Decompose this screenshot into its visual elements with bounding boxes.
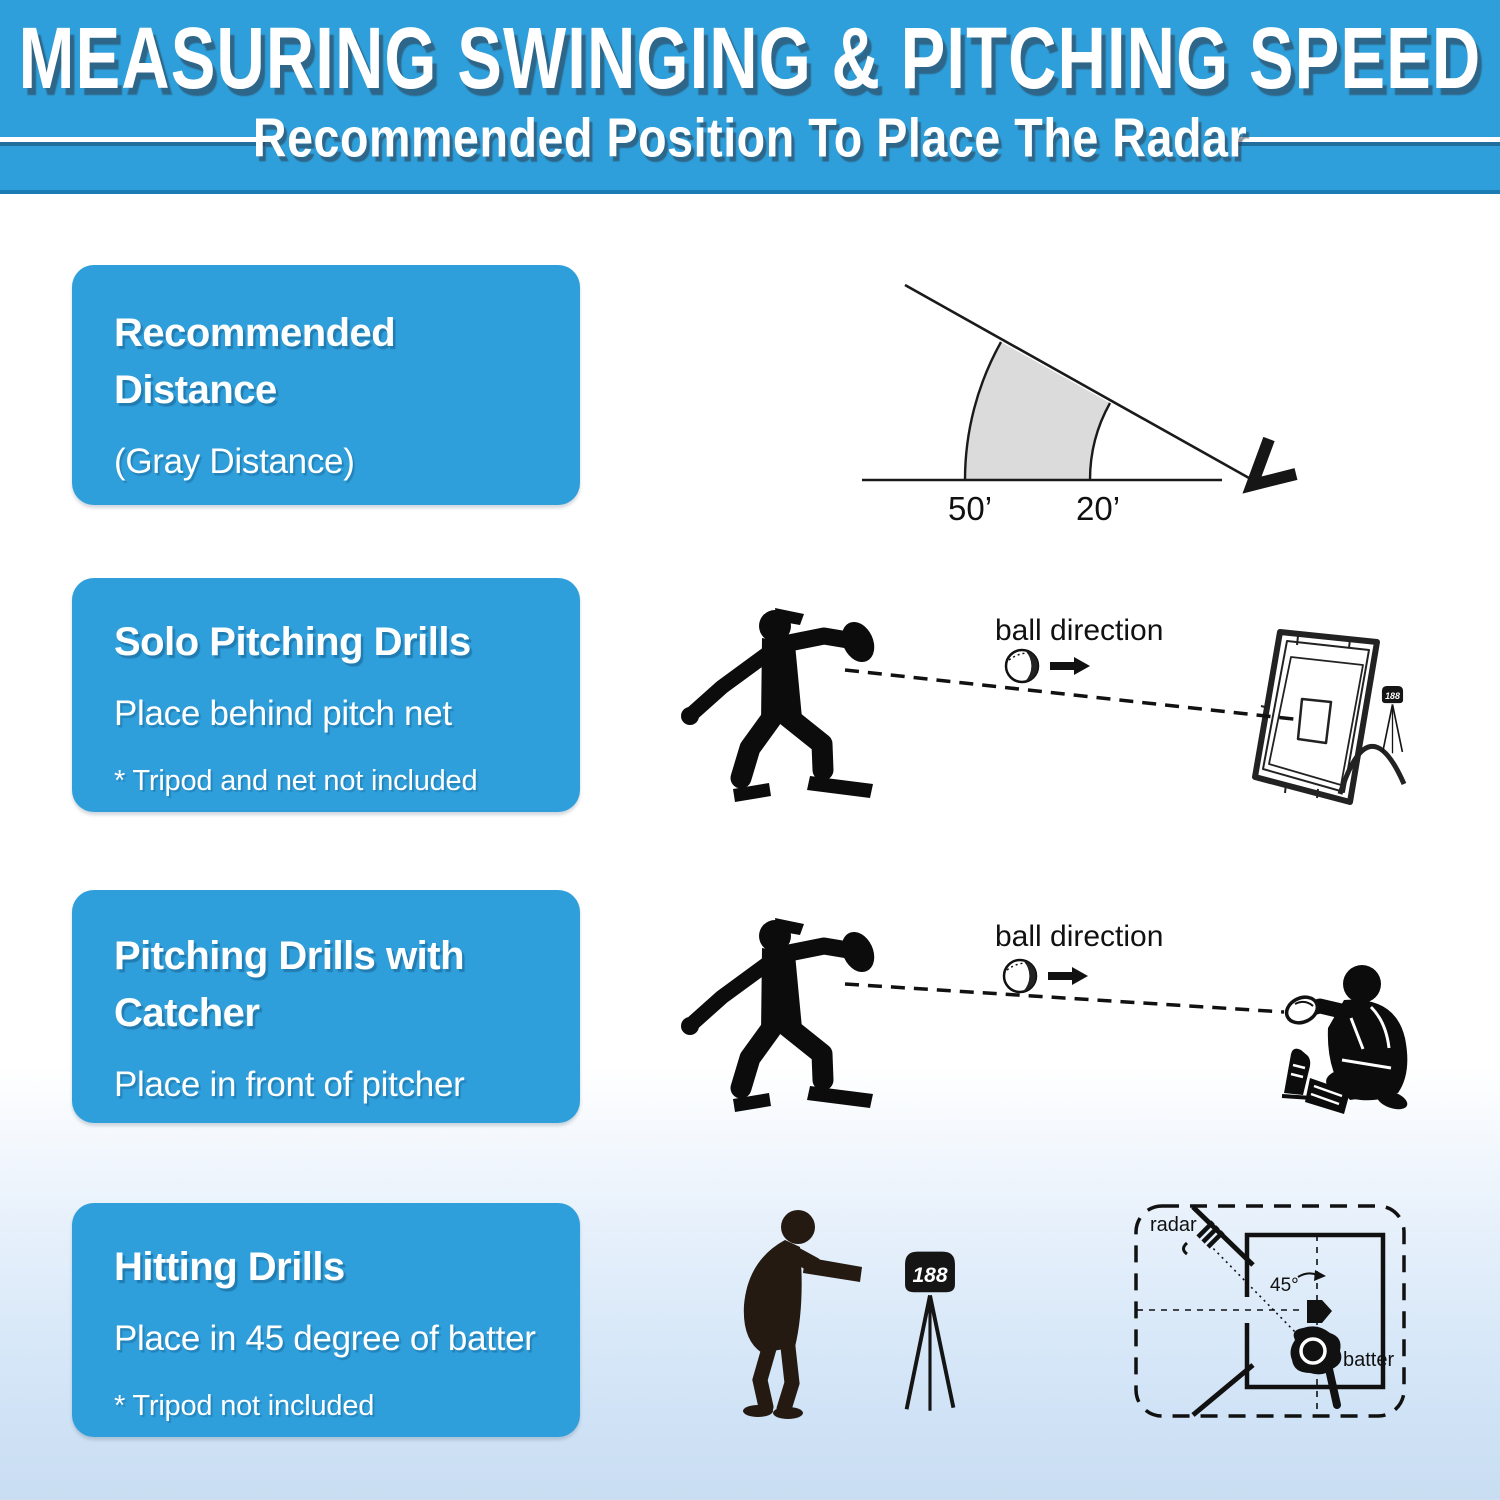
ball-direction-label: ball direction xyxy=(995,614,1163,647)
card-title-line: Distance xyxy=(114,368,277,412)
batters-box xyxy=(1244,1232,1386,1390)
radar-device-icon xyxy=(1242,436,1298,494)
subtitle-rule-left xyxy=(0,136,265,142)
radar-label: radar xyxy=(1150,1214,1197,1236)
ground-radar-device xyxy=(1281,1048,1313,1100)
field-position-diagram: radar 45° batter xyxy=(1134,1204,1406,1418)
page-subtitle: Recommended Position To Place The Radar xyxy=(252,107,1248,169)
batter-silhouette xyxy=(743,1210,862,1419)
ball-path-dashed-line xyxy=(844,982,1285,1014)
card-solo-pitching: Solo Pitching Drills Place behind pitch … xyxy=(72,578,580,812)
card-subtitle: Place behind pitch net xyxy=(114,694,452,733)
card-note: * Tripod and net not included xyxy=(114,765,478,797)
foul-line-top xyxy=(1191,1205,1255,1267)
card-pitching-with-catcher: Pitching Drills with Catcher Place in fr… xyxy=(72,890,580,1123)
card-subtitle: (Gray Distance) xyxy=(114,442,355,481)
card-note: * Tripod not included xyxy=(114,1390,375,1422)
batter-label: batter xyxy=(1343,1349,1394,1371)
card-title-line: Recommended xyxy=(114,311,396,355)
subtitle-rule-right xyxy=(1235,136,1500,142)
angle-line xyxy=(904,283,1250,480)
pitch-net xyxy=(1252,629,1407,805)
home-plate xyxy=(1307,1300,1332,1323)
solo-pitching-diagram: ball direction xyxy=(650,578,1407,850)
gray-distance-sector xyxy=(965,342,1110,480)
radar-icon xyxy=(1182,1220,1225,1256)
page-subtitle-row: Recommended Position To Place The Radar xyxy=(0,108,1500,169)
near-distance-label: 20’ xyxy=(1076,490,1120,527)
catcher-pitching-diagram: ball direction xyxy=(650,888,1408,1160)
radar-beam-line xyxy=(1204,1239,1299,1336)
batter-top-view xyxy=(1290,1326,1342,1409)
foul-line-bottom xyxy=(1191,1363,1255,1417)
card-title-line: Catcher xyxy=(114,991,260,1035)
card-subtitle: Place in front of pitcher xyxy=(114,1065,465,1104)
ball-path-dashed-line xyxy=(844,668,1303,722)
card-hitting-drills: Hitting Drills Place in 45 degree of bat… xyxy=(72,1203,580,1437)
angle-label: 45° xyxy=(1270,1275,1299,1296)
far-distance-label: 50’ xyxy=(948,490,992,527)
header-banner: MEASURING SWINGING & PITCHING SPEED Reco… xyxy=(0,0,1500,194)
card-title-line: Pitching Drills with xyxy=(114,934,465,978)
page-title: MEASURING SWINGING & PITCHING SPEED xyxy=(18,10,1482,108)
ball-direction-label: ball direction xyxy=(995,920,1163,953)
distance-diagram: 50’ 20’ xyxy=(862,283,1298,527)
angle-arrowhead xyxy=(1314,1270,1326,1281)
catcher-silhouette xyxy=(1284,965,1408,1114)
card-title-line: Solo Pitching Drills xyxy=(114,620,471,664)
dashed-border xyxy=(1134,1204,1406,1418)
card-subtitle: Place in 45 degree of batter xyxy=(114,1319,536,1358)
hitting-drills-diagram: radar 45° batter xyxy=(743,1204,1406,1419)
card-title-line: Hitting Drills xyxy=(114,1245,345,1289)
card-recommended-distance: Recommended Distance (Gray Distance) xyxy=(72,265,580,505)
